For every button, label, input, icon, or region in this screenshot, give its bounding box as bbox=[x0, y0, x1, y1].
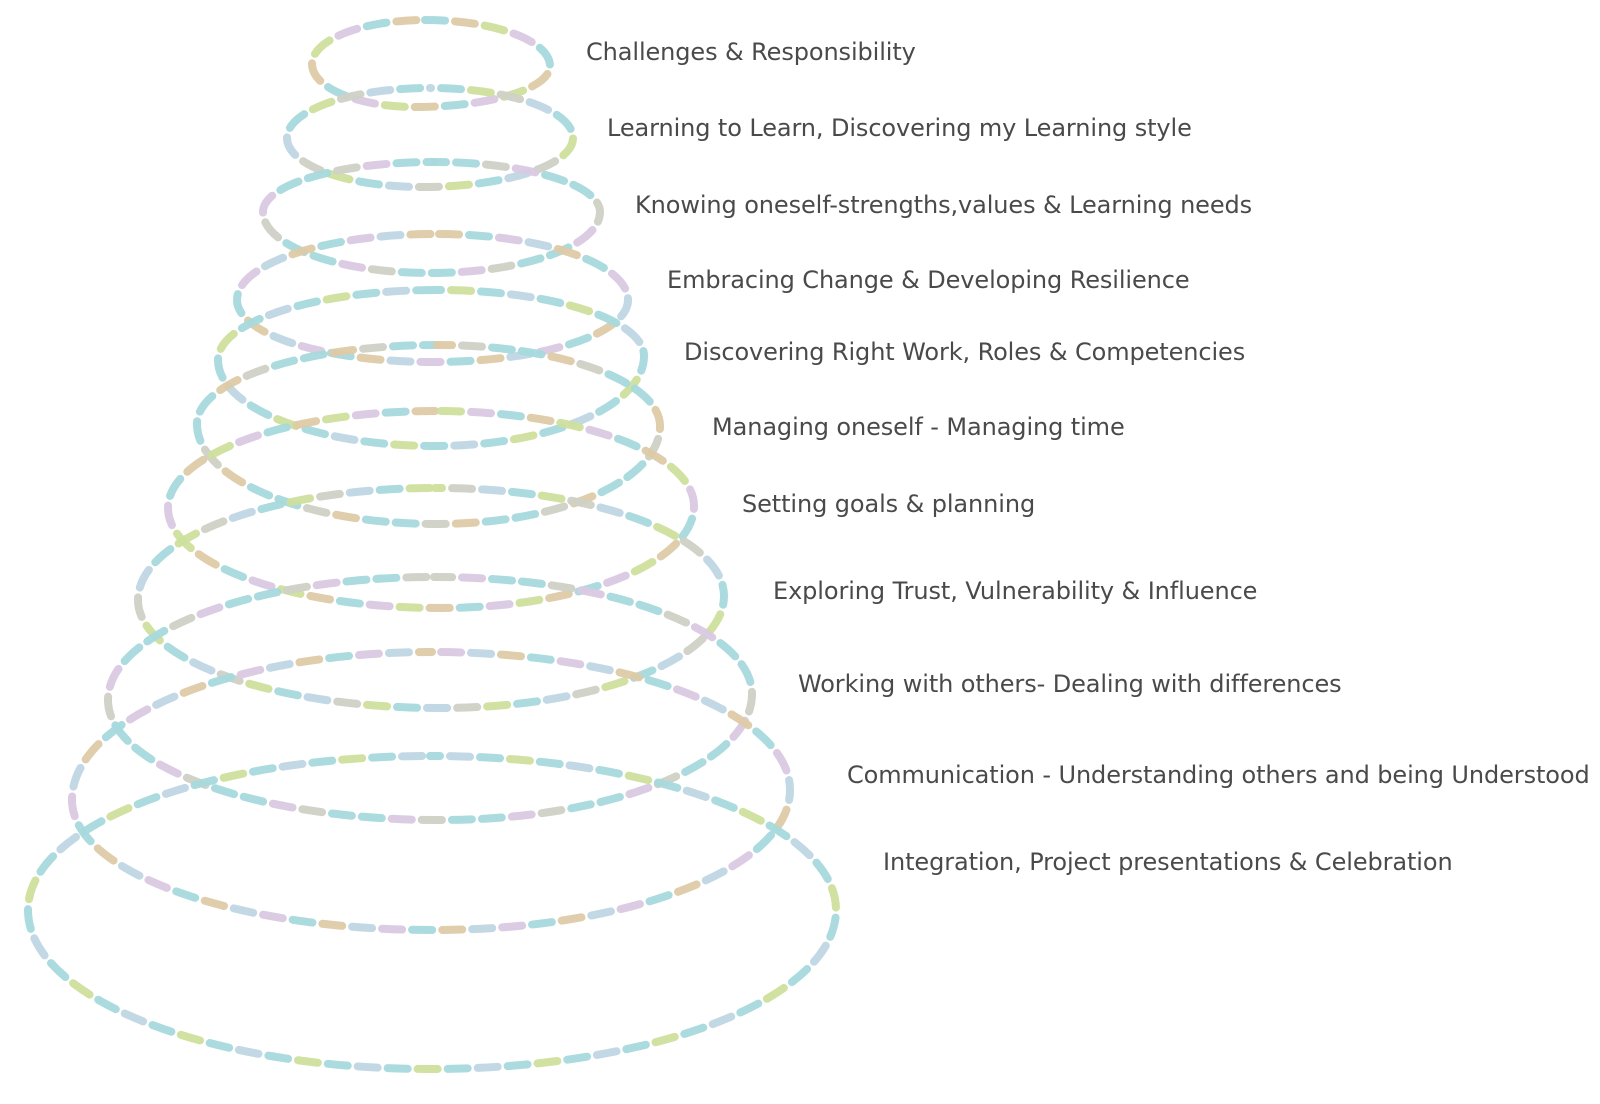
ring-3-dash-layer-4 bbox=[258, 157, 605, 278]
stage-label-11: Integration, Project presentations & Cel… bbox=[883, 848, 1453, 876]
stage-label-6: Managing oneself - Managing time bbox=[712, 413, 1125, 441]
ring-8-dash-layer-4 bbox=[133, 483, 729, 713]
ring-5-dash-layer-3 bbox=[213, 285, 649, 451]
ring-9-dash-layer-2 bbox=[103, 572, 757, 825]
dashed-ring-4 bbox=[232, 229, 633, 367]
ring-9-dash-layer-1 bbox=[103, 572, 757, 825]
stage-label-8: Exploring Trust, Vulnerability & Influen… bbox=[773, 577, 1258, 605]
ring-7-dash-layer-2 bbox=[163, 406, 699, 613]
stage-label-1: Challenges & Responsibility bbox=[586, 38, 916, 66]
ring-4-dash-layer-1 bbox=[232, 229, 633, 367]
ring-8-dash-layer-3 bbox=[133, 483, 729, 713]
ring-8-dash-layer-2 bbox=[133, 483, 729, 713]
ring-5-dash-layer-1 bbox=[213, 285, 649, 451]
stage-label-2: Learning to Learn, Discovering my Learni… bbox=[607, 114, 1192, 142]
ring-10-dash-layer-4 bbox=[67, 647, 795, 935]
stage-label-4: Embracing Change & Developing Resilience bbox=[667, 266, 1190, 294]
dashed-ring-8 bbox=[133, 483, 729, 713]
dashed-ring-10 bbox=[67, 647, 795, 935]
ring-3-dash-layer-1 bbox=[258, 157, 605, 278]
dashed-ring-2 bbox=[282, 83, 578, 192]
ring-1-dash-layer-3 bbox=[307, 15, 555, 112]
dashed-ring-11 bbox=[23, 751, 841, 1074]
stage-label-10: Communication - Understanding others and… bbox=[847, 761, 1590, 789]
dashed-ring-5 bbox=[213, 285, 649, 451]
dashed-ring-1 bbox=[307, 15, 555, 112]
stage-label-9: Working with others- Dealing with differ… bbox=[798, 670, 1342, 698]
ring-11-dash-layer-4 bbox=[23, 751, 841, 1074]
dashed-ring-7 bbox=[163, 406, 699, 613]
stage-label-5: Discovering Right Work, Roles & Competen… bbox=[684, 338, 1246, 366]
ring-6-dash-layer-2 bbox=[192, 340, 665, 529]
ring-5-dash-layer-2 bbox=[213, 285, 649, 451]
dashed-ring-6 bbox=[192, 340, 665, 529]
dashed-ring-3 bbox=[258, 157, 605, 278]
ring-1-dash-layer-2 bbox=[307, 15, 555, 112]
ring-6-dash-layer-3 bbox=[192, 340, 665, 529]
ring-11-dash-layer-1 bbox=[23, 751, 841, 1074]
ring-4-dash-layer-2 bbox=[232, 229, 633, 367]
ring-1-dash-layer-4 bbox=[307, 15, 555, 112]
ring-2-dash-layer-3 bbox=[282, 83, 578, 192]
ring-6-dash-layer-4 bbox=[192, 340, 665, 529]
ring-11-dash-layer-2 bbox=[23, 751, 841, 1074]
dashed-ring-9 bbox=[103, 572, 757, 825]
ring-2-dash-layer-1 bbox=[282, 83, 578, 192]
ring-10-dash-layer-1 bbox=[67, 647, 795, 935]
stage-label-7: Setting goals & planning bbox=[742, 490, 1036, 518]
stage-label-3: Knowing oneself-strengths,values & Learn… bbox=[635, 191, 1253, 219]
